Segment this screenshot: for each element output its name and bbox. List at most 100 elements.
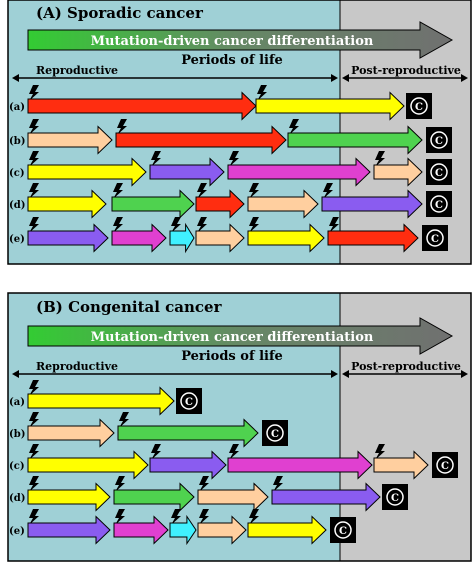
mutation-lightning-icon [171, 217, 181, 233]
mutation-arrow-purple [27, 515, 111, 545]
mutation-lightning-icon [249, 509, 259, 525]
lineage-row: (c)C [9, 444, 458, 480]
row-label: (a) [9, 397, 25, 408]
row-label: (d) [9, 200, 25, 211]
mutation-lightning-icon [229, 444, 239, 460]
panel-title: (A) Sporadic cancer [36, 4, 204, 22]
cancer-symbol-icon: C [391, 493, 399, 504]
differentiation-banner-arrow [27, 21, 454, 59]
mutation-lightning-icon [29, 476, 39, 492]
cancer-symbol-ring [386, 488, 404, 506]
banner-label: Mutation-driven cancer differentiation [91, 34, 374, 49]
mutation-lightning-icon [249, 183, 259, 199]
mutation-lightning-icon [29, 183, 39, 199]
mutation-arrow-yellow [27, 157, 147, 187]
mutation-arrow-red [195, 189, 245, 219]
row-label: (e) [9, 526, 25, 537]
mutation-arrow-red [115, 125, 287, 155]
mutation-lightning-icon [113, 183, 123, 199]
mutation-lightning-icon [117, 119, 127, 135]
mutation-arrow-purple [27, 223, 109, 253]
cancer-symbol-icon: C [435, 168, 443, 179]
mutation-lightning-icon [289, 119, 299, 135]
cancer-symbol-icon: C [339, 526, 347, 537]
post-reproductive-label: Post-reproductive [351, 360, 461, 373]
mutation-arrow-magenta [111, 223, 167, 253]
cancer-symbol-ring [180, 392, 198, 410]
mutation-lightning-icon [29, 119, 39, 135]
mutation-arrow-yellow [247, 223, 325, 253]
panel-frame [7, 0, 472, 265]
row-label: (b) [9, 136, 25, 147]
cancer-symbol-ring [430, 195, 448, 213]
periods-label: Periods of life [181, 53, 283, 68]
cancer-symbol-ring [410, 97, 428, 115]
banner-label: Mutation-driven cancer differentiation [91, 330, 374, 345]
mutation-lightning-icon [115, 476, 125, 492]
mutation-lightning-icon [119, 412, 129, 428]
cancer-symbol-ring [430, 163, 448, 181]
post-reproductive-span-line-head-left [342, 74, 349, 82]
row-label: (b) [9, 429, 25, 440]
reproductive-span-line-head-left [12, 370, 19, 378]
mutation-lightning-icon [249, 217, 259, 233]
mutation-lightning-icon [115, 509, 125, 525]
mutation-lightning-icon [29, 509, 39, 525]
cancer-symbol-ring [426, 229, 444, 247]
post-reproductive-label: Post-reproductive [351, 64, 461, 77]
reproductive-label: Reproductive [36, 360, 118, 373]
cancer-symbol-ring [430, 131, 448, 149]
mutation-arrow-peach [197, 515, 247, 545]
cancer-symbol-icon: C [435, 136, 443, 147]
mutation-lightning-icon [151, 444, 161, 460]
mutation-arrow-purple [149, 450, 227, 480]
mutation-lightning-icon [257, 85, 267, 101]
cancer-symbol-ring [334, 521, 352, 539]
mutation-arrow-red [27, 91, 257, 121]
reproductive-span-line-head-right [331, 370, 338, 378]
post-reproductive-span-line-head-right [461, 74, 468, 82]
lineage-row: (b)C [9, 412, 288, 448]
mutation-arrow-purple [149, 157, 225, 187]
cancer-symbol-icon: C [441, 461, 449, 472]
cancer-symbol-icon: C [431, 234, 439, 245]
mutation-arrow-yellow [255, 91, 405, 121]
mutation-arrow-peach [373, 450, 429, 480]
lineage-row: (a)C [9, 380, 202, 416]
cancer-symbol-ring [436, 456, 454, 474]
reproductive-span-line-head-right [331, 74, 338, 82]
panel-title: (B) Congenital cancer [36, 298, 223, 316]
mutation-arrow-yellow [27, 386, 175, 416]
post-reproductive-span-line-head-left [342, 370, 349, 378]
mutation-arrow-green [117, 418, 259, 448]
panel-frame [7, 292, 472, 562]
lineage-row: (d) C [9, 476, 408, 512]
mutation-lightning-icon [29, 151, 39, 167]
mutation-lightning-icon [197, 183, 207, 199]
lineage-row: (e)C [9, 217, 448, 254]
mutation-arrow-peach [373, 157, 423, 187]
mutation-arrow-peach [27, 418, 115, 448]
mutation-arrow-peach [195, 223, 245, 253]
row-label: (a) [9, 102, 25, 113]
mutation-lightning-icon [199, 509, 209, 525]
mutation-lightning-icon [29, 217, 39, 233]
row-label: (d) [9, 493, 25, 504]
mutation-arrow-cyan [169, 514, 197, 546]
mutation-lightning-icon [229, 151, 239, 167]
lineage-row: (c)C [9, 151, 452, 187]
mutation-arrow-red [327, 223, 419, 253]
reproductive-span-line-head-left [12, 74, 19, 82]
mutation-lightning-icon [113, 217, 123, 233]
mutation-arrow-cyan [169, 222, 195, 254]
mutation-arrow-magenta [227, 157, 371, 187]
lineage-row: (b) C [9, 119, 452, 155]
mutation-lightning-icon [151, 151, 161, 167]
mutation-lightning-icon [29, 85, 39, 101]
post-reproductive-span-line-head-right [461, 370, 468, 378]
mutation-lightning-icon [375, 444, 385, 460]
mutation-arrow-green [113, 482, 195, 512]
